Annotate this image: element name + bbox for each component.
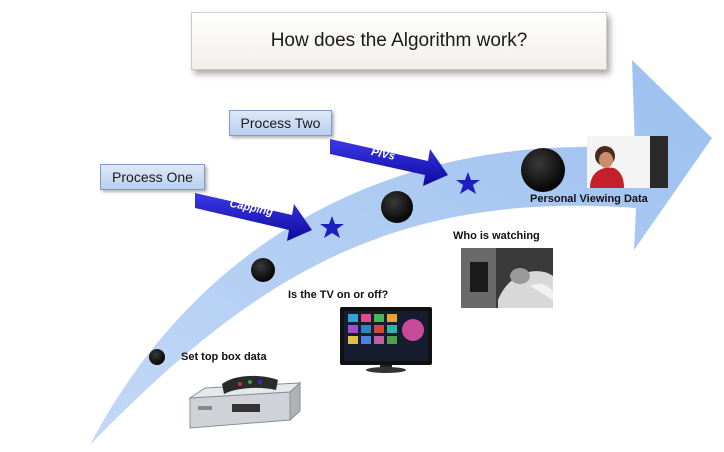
pivs-arrow-label: PIVs xyxy=(370,146,396,163)
milestone-dot-3 xyxy=(381,191,413,223)
progress-arrow xyxy=(90,60,712,445)
television-icon xyxy=(340,307,432,373)
child-watching-tv-icon xyxy=(587,136,668,188)
viewer-in-bedroom-icon xyxy=(461,248,553,308)
milestone-dot-1 xyxy=(149,349,165,365)
capping-arrow xyxy=(195,193,312,241)
set-top-box-icon xyxy=(188,375,302,429)
pivs-arrow xyxy=(330,139,448,186)
process-one-box: Process One xyxy=(100,164,205,190)
diagram-title: How does the Algorithm work? xyxy=(191,12,607,70)
milestone-dot-4 xyxy=(521,148,565,192)
stage-label-who-is-watching: Who is watching xyxy=(453,230,540,242)
stage-label-set-top-box: Set top box data xyxy=(181,351,267,363)
process-two-box: Process Two xyxy=(229,110,332,136)
milestone-dot-2 xyxy=(251,258,275,282)
stage-label-tv-on-off: Is the TV on or off? xyxy=(288,289,389,301)
stage-label-personal-viewing-data: Personal Viewing Data xyxy=(530,193,648,205)
star-icon xyxy=(456,172,480,194)
star-icon xyxy=(320,216,344,238)
